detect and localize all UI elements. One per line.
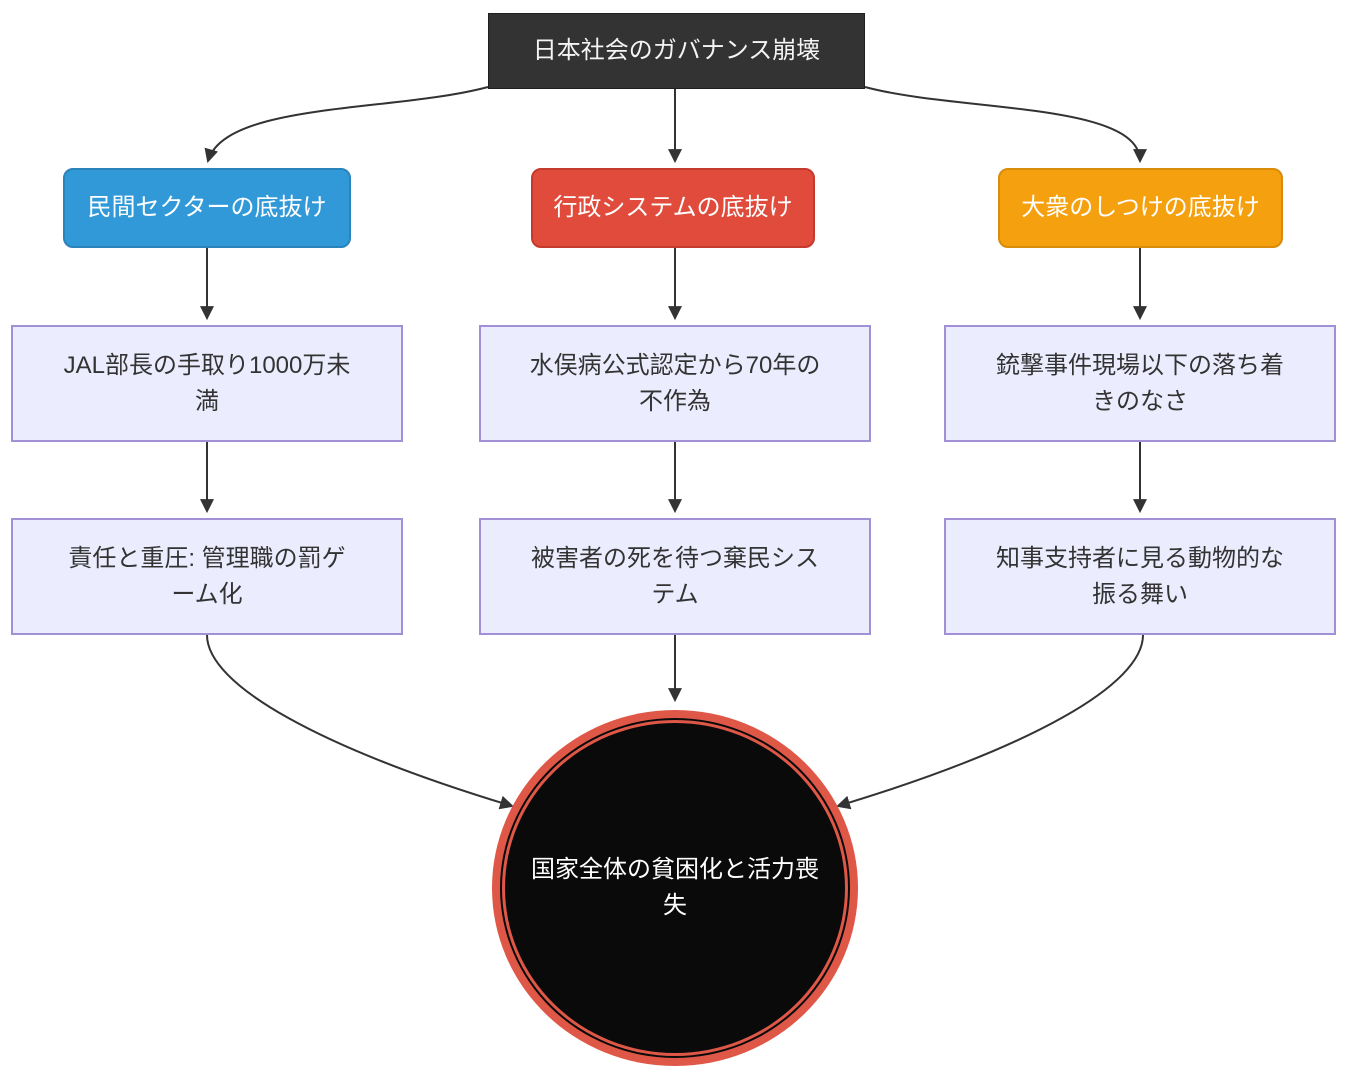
node-public-discipline: 大衆のしつけの底抜け	[998, 168, 1283, 248]
edge-governor-outcome	[835, 634, 1144, 810]
edge-manager-outcome	[206, 634, 515, 810]
edge-root-private	[204, 86, 489, 164]
node-jal-salary: JAL部長の手取り1000万未 満	[11, 325, 403, 442]
node-private-sector: 民間セクターの底抜け	[63, 168, 351, 248]
node-shooting-scene: 銃撃事件現場以下の落ち着 きのなさ	[944, 325, 1336, 442]
node-manager-burden: 責任と重圧: 管理職の罰ゲ ーム化	[11, 518, 403, 635]
node-root-governance-collapse: 日本社会のガバナンス崩壊	[488, 13, 865, 89]
node-governor-supporters: 知事支持者に見る動物的な 振る舞い	[944, 518, 1336, 635]
node-minamata-inaction: 水俣病公式認定から70年の 不作為	[479, 325, 871, 442]
node-national-impoverishment: 国家全体の貧困化と活力喪 失	[502, 720, 848, 1056]
node-victim-abandonment: 被害者の死を待つ棄民シス テム	[479, 518, 871, 635]
node-admin-system: 行政システムの底抜け	[531, 168, 815, 248]
edge-root-public	[864, 86, 1147, 164]
